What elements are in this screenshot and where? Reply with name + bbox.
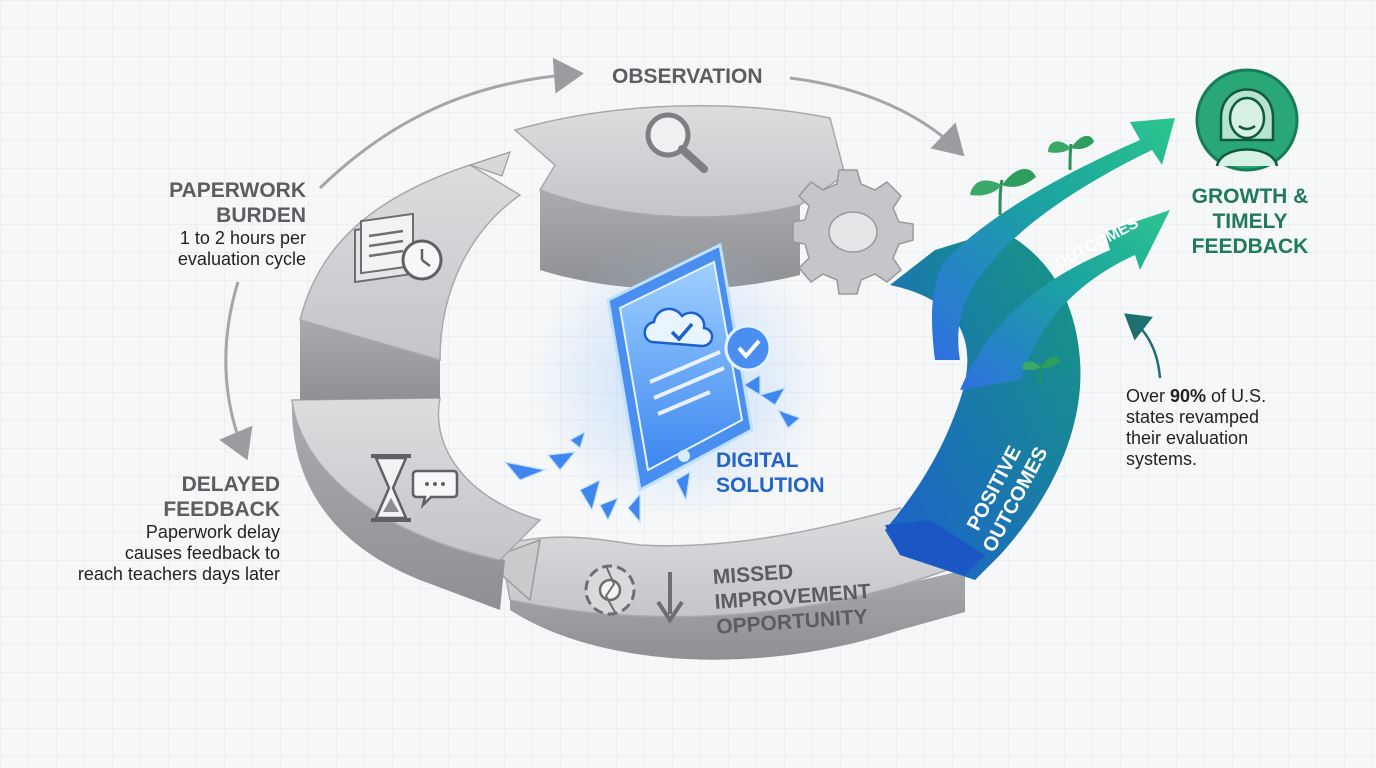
sprout-icon — [970, 168, 1036, 216]
label-observation: OBSERVATION — [612, 65, 763, 88]
paperwork-title-line2: BURDEN — [216, 204, 306, 227]
sprout-icon — [1022, 356, 1060, 386]
digital-line2: SOLUTION — [716, 474, 825, 497]
clock-icon — [401, 239, 443, 281]
stat-line3: their evaluation — [1126, 428, 1249, 448]
stat-pointer-arrow — [1124, 313, 1162, 379]
cycle-arrow-left — [219, 281, 253, 461]
growth-arrow — [932, 118, 1175, 360]
growth-line2: TIMELY — [1212, 210, 1288, 233]
outcomes-arrow — [960, 210, 1170, 390]
label-paperwork-burden: PAPERWORK BURDEN 1 to 2 hours per evalua… — [120, 178, 306, 270]
document-stack-icon — [354, 212, 414, 284]
hourglass-icon — [371, 454, 411, 522]
cycle-arrow-top-right — [789, 76, 965, 157]
speech-bubble-icon — [411, 469, 459, 510]
paperwork-title-line1: PAPERWORK — [169, 179, 306, 202]
gear-icon — [792, 169, 914, 295]
delayed-title-line2: FEEDBACK — [163, 498, 280, 521]
growth-line1: GROWTH & — [1191, 185, 1309, 208]
label-missed-improvement: MISSED IMPROVEMENT OPPORTUNITY — [712, 553, 887, 640]
stat-line2: states revamped — [1126, 407, 1260, 427]
delayed-body-line2: causes feedback to — [124, 543, 280, 563]
down-arrow-icon — [656, 572, 684, 624]
label-stat-90-percent: Over 90% of U.S. states revamped their e… — [1126, 386, 1306, 470]
paperwork-body-line1: 1 to 2 hours per — [179, 228, 306, 248]
label-delayed-feedback: DELAYED FEEDBACK Paperwork delay causes … — [40, 472, 280, 585]
teacher-avatar-icon — [1195, 68, 1299, 172]
delayed-title-line1: DELAYED — [181, 473, 280, 496]
glass-shards — [503, 373, 802, 524]
stat-line1: Over 90% of U.S. — [1126, 386, 1267, 406]
delayed-body-line1: Paperwork delay — [145, 522, 280, 542]
paperwork-body-line2: evaluation cycle — [177, 249, 306, 269]
delayed-body-line3: reach teachers days later — [77, 564, 280, 584]
magnifier-icon — [645, 112, 708, 173]
cloud-check-icon — [643, 307, 714, 348]
sprout-icon — [1048, 135, 1094, 171]
label-growth-timely-feedback: GROWTH & TIMELY FEEDBACK — [1180, 184, 1320, 259]
check-badge-icon — [724, 324, 772, 372]
stat-line4: systems. — [1126, 449, 1198, 469]
cycle-arrow-top-left — [318, 57, 584, 190]
digital-line1: DIGITAL — [716, 449, 799, 472]
broken-gear-icon — [584, 564, 636, 616]
tablet-icon — [606, 242, 754, 493]
label-digital-solution: DIGITAL SOLUTION — [716, 448, 825, 498]
growth-line3: FEEDBACK — [1191, 235, 1309, 258]
digital-solution-graphic — [503, 240, 830, 524]
